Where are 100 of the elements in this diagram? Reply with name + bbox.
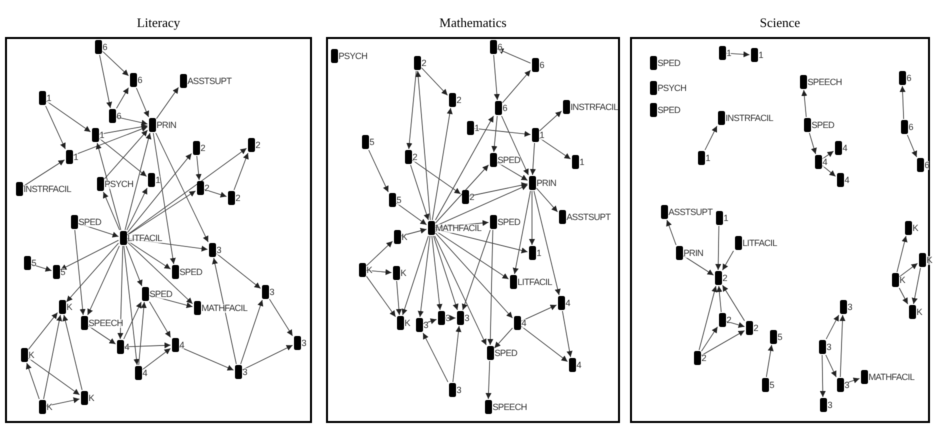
arrow [530,142,536,176]
node-label: MATHFACIL [202,304,248,312]
node-label: 5 [60,268,66,276]
node-label: 6 [924,160,930,170]
arrow [512,190,531,274]
node-label: 3 [826,342,832,352]
arrow [698,286,718,350]
arrow [412,160,461,194]
node-label: 3 [464,314,470,322]
arrow [562,310,572,358]
arrow [521,304,557,322]
arrow [99,138,147,177]
node-label: K [46,402,52,412]
arrow [149,294,193,308]
panel-title: Science [758,14,802,32]
node-label: K [900,276,906,284]
node-label: PSYCH [104,180,134,188]
arrow [204,189,227,198]
arrow [899,262,918,278]
arrow [179,346,234,370]
arrow [234,152,249,190]
arrow [704,126,718,150]
node-label: 5 [396,196,402,204]
arrow [433,236,458,310]
arrow [486,360,492,400]
arrow [491,116,498,152]
arrow [432,236,442,310]
arrow [422,332,448,382]
arrow [43,314,62,400]
node-label: 1 [706,154,710,162]
node-label: 1 [540,130,544,140]
arrow [116,116,148,126]
arrow [726,320,745,328]
node-label: 1 [46,94,52,102]
node-label: 6 [102,42,108,52]
node-label: 1 [474,124,480,132]
arrow [138,302,147,366]
arrow [104,130,148,180]
arrow [116,87,129,109]
node-label: 3 [216,246,222,254]
node-label: 5 [32,258,36,268]
node-label: ASSTSUPT [188,76,232,86]
arrow [126,188,148,230]
arrow [497,162,528,181]
node-label: 3 [302,338,306,348]
arrow [117,246,124,340]
node-label: PRIN [156,120,176,130]
arrow [820,354,826,398]
node-label: 5 [770,380,774,390]
arrow [127,240,171,270]
arrow [469,182,528,196]
node-label: 6 [498,42,502,52]
arrow [31,264,52,272]
arrow [66,242,119,302]
node-label: 1 [536,248,542,258]
node-label: INSTRFACIL [726,114,774,122]
arrow [529,190,535,246]
node-label: 1 [580,158,584,166]
node-label: 4 [844,176,850,184]
node-label: PSYCH [338,52,368,60]
arrow [28,358,80,396]
arrow [142,348,171,370]
arrow [87,246,120,316]
node-label: K [400,268,406,278]
node-label: K [88,394,94,402]
node-label: 2 [422,58,426,68]
arrow [196,156,202,180]
arrow [474,128,531,137]
arrow [102,50,129,76]
arrow [368,150,389,192]
node-label: 6 [906,74,912,82]
node-label: 2 [754,324,758,332]
node-label: SPEECH [88,318,123,328]
node-label: K [404,318,410,328]
node-label: 6 [908,122,914,132]
node-label: 5 [370,138,374,146]
node-label: SPED [658,106,680,114]
node-label: 5 [778,332,782,342]
node-label: K [912,224,918,232]
arrow [96,142,122,230]
node-label: 3 [848,302,852,312]
node-label: K [916,308,922,316]
arrow [435,116,494,220]
arrow [722,250,734,271]
arrow [212,258,237,364]
arrow [435,232,513,318]
arrow [801,90,808,118]
node-label: PRIN [684,248,704,258]
node-label: SPED [180,268,202,276]
node-label: 2 [256,140,260,150]
arrow [726,51,750,58]
arrow [136,88,150,118]
node-label: 1 [156,176,160,184]
node-label: SPED [150,290,172,298]
node-label: SPED [78,218,102,226]
arrow [73,126,148,156]
arrow [683,255,714,276]
arrow [502,70,531,104]
arrow [240,300,264,364]
node-label: 4 [576,360,582,370]
